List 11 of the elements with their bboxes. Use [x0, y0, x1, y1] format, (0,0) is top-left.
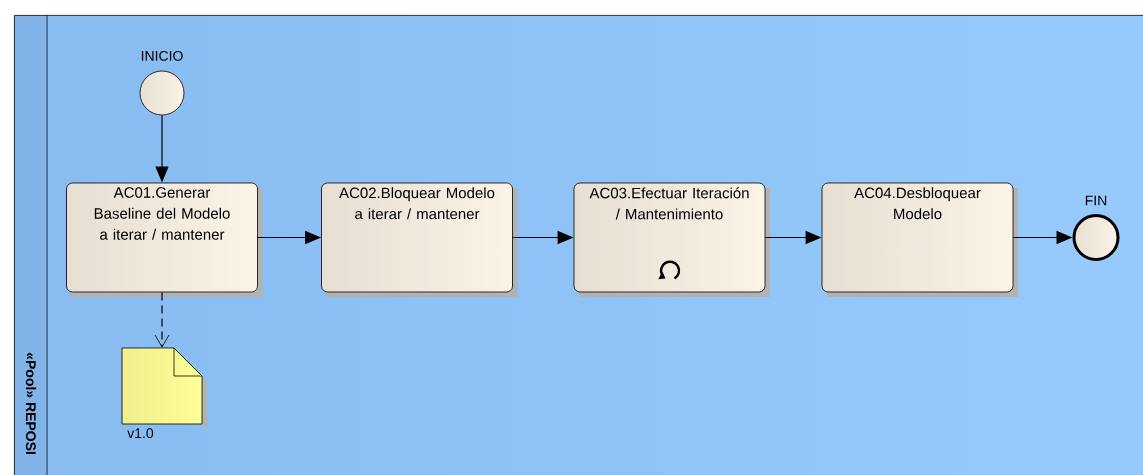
document-icon	[121, 347, 207, 429]
arrow	[154, 291, 170, 348]
start-event: INICIO	[139, 50, 185, 116]
activity-box: AC02.Bloquear Modelo a iterar / mantener	[321, 182, 518, 297]
activity-box: AC03.Efectuar Iteración / Mantenimiento	[573, 182, 770, 297]
activity-box: AC04.Desbloquear Modelo	[821, 182, 1018, 297]
node-label: INICIO	[141, 50, 183, 61]
node-label: FIN	[1085, 195, 1107, 206]
activity-box: AC01.Generar Baseline del Modelo a iterar / mantener	[66, 182, 263, 297]
end-event: FIN	[1072, 195, 1120, 261]
document-label: v1.0	[127, 428, 154, 439]
